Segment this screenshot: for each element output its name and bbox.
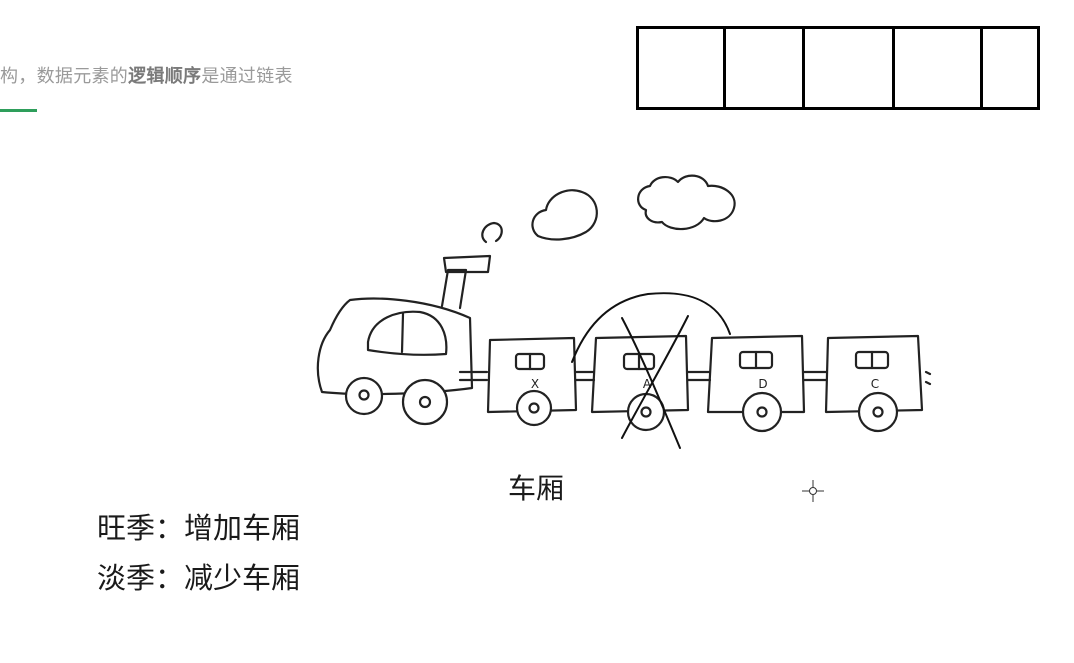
annotation-strokes bbox=[571, 292, 731, 449]
memory-boxes bbox=[636, 26, 1040, 110]
diagram-caption: 车厢 bbox=[508, 472, 565, 505]
peak-season-note: 旺季：增加车厢 bbox=[97, 511, 301, 545]
memory-box bbox=[895, 29, 983, 107]
car-label-c: C bbox=[871, 377, 879, 391]
car-label-x: X bbox=[531, 377, 539, 391]
section-underline bbox=[0, 109, 37, 112]
header-text-bold: 逻辑顺序 bbox=[128, 66, 202, 87]
header-text-post: 是通过链表 bbox=[201, 66, 293, 87]
crosshair-cursor-icon bbox=[802, 480, 824, 502]
remove-cross-stroke bbox=[621, 315, 689, 439]
locomotive bbox=[316, 254, 492, 426]
car-c bbox=[824, 334, 932, 433]
smoke-puffs bbox=[481, 174, 736, 244]
car-x bbox=[486, 336, 578, 427]
bypass-link-arc bbox=[571, 292, 731, 363]
car-label-a: A bbox=[643, 377, 652, 391]
car-d bbox=[706, 334, 806, 433]
header-text: 构，数据元素的逻辑顺序是通过链表 bbox=[0, 62, 293, 88]
remove-cross-stroke bbox=[621, 317, 681, 449]
off-peak-season-note: 淡季：减少车厢 bbox=[97, 561, 301, 595]
car-couplers bbox=[458, 370, 828, 382]
memory-box bbox=[805, 29, 895, 107]
car-a bbox=[590, 334, 690, 432]
memory-box bbox=[726, 29, 805, 107]
memory-box bbox=[639, 29, 726, 107]
header-text-pre: 构，数据元素的 bbox=[0, 66, 129, 87]
car-label-d: D bbox=[758, 377, 767, 391]
